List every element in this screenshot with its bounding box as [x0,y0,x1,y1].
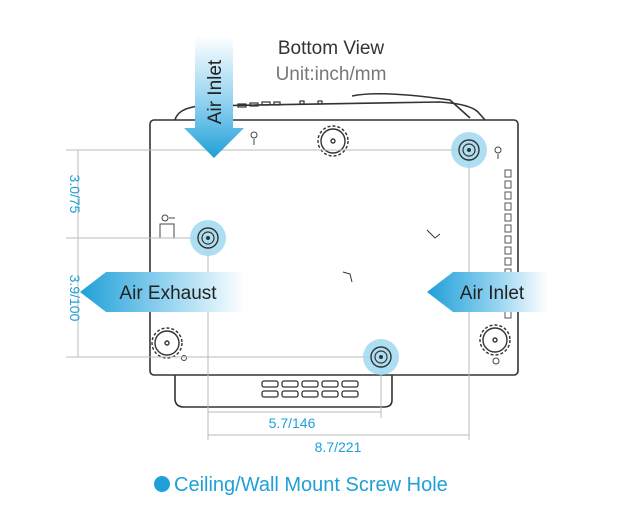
air-inlet-top-label: Air Inlet [205,59,226,124]
air-exhaust-label: Air Exhaust [119,283,217,304]
top-vent-marks [237,100,323,108]
screw-hole-left [190,220,226,256]
air-inlet-right-label: Air Inlet [460,283,525,304]
units-subtitle: Unit:inch/mm [276,64,387,85]
air-exhaust-arrow: Air Exhaust [80,272,245,312]
dimension-vertical-lower: 3.9/100 [67,275,83,322]
bottom-vent-slots [261,380,359,398]
dimension-horizontal-outer: 8.7/221 [315,439,362,455]
air-inlet-right-arrow: Air Inlet [427,272,548,312]
foot-bottom-left [151,327,183,359]
legend-dot-icon [154,476,170,492]
projector-outline [149,92,519,408]
dimension-horizontal-inner: 5.7/146 [269,415,316,431]
small-lock-icons [161,131,502,365]
screw-hole-bottom-center [363,339,399,375]
legend-label: Ceiling/Wall Mount Screw Hole [174,474,448,496]
inner-mark-1 [426,229,441,239]
latch-mark [159,223,175,239]
air-inlet-top-arrow: Air Inlet [184,36,244,158]
dimension-vertical-upper: 3.0/75 [67,175,83,214]
inner-mark-2 [342,271,353,283]
foot-bottom-right [479,324,511,356]
legend: Ceiling/Wall Mount Screw Hole [154,474,448,496]
screw-hole-top-right [451,132,487,168]
page-title: Bottom View [278,38,385,59]
foot-top-center [317,125,349,157]
